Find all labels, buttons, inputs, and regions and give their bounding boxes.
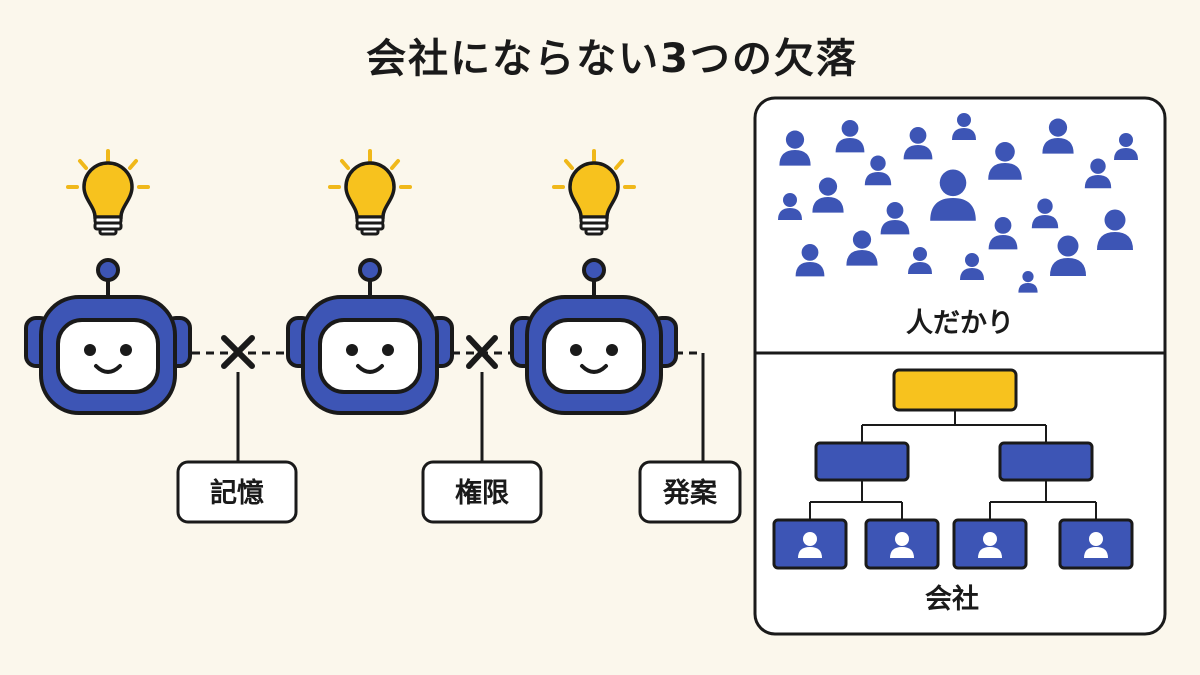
robot-icon — [510, 258, 678, 415]
svg-text:記憶: 記憶 — [210, 477, 264, 509]
org-mid-box — [814, 441, 910, 482]
label-authority: 権限 — [421, 460, 543, 524]
robot-icon — [286, 258, 454, 415]
org-member-box — [772, 518, 848, 570]
robot-icon — [24, 258, 192, 415]
org-mid-box — [998, 441, 1094, 482]
lightbulb-icon — [328, 149, 412, 236]
org-member-box — [1058, 518, 1134, 570]
org-member-box — [864, 518, 940, 570]
org-member-box — [952, 518, 1028, 570]
diagram-title: 会社にならない3つの欠落 — [366, 36, 858, 82]
org-chart — [772, 368, 1134, 570]
lightbulb-icon — [66, 149, 150, 236]
cross-icon — [466, 335, 498, 369]
svg-text:権限: 権限 — [455, 477, 509, 509]
label-initiative: 発案 — [638, 460, 742, 524]
crowd-label: 人だかり — [906, 308, 1014, 339]
org-top-box — [892, 368, 1018, 412]
lightbulb-icon — [552, 149, 636, 236]
company-label: 会社 — [925, 583, 979, 615]
cross-icon — [221, 335, 255, 369]
label-memory: 記憶 — [176, 460, 298, 524]
svg-text:発案: 発案 — [662, 477, 718, 509]
